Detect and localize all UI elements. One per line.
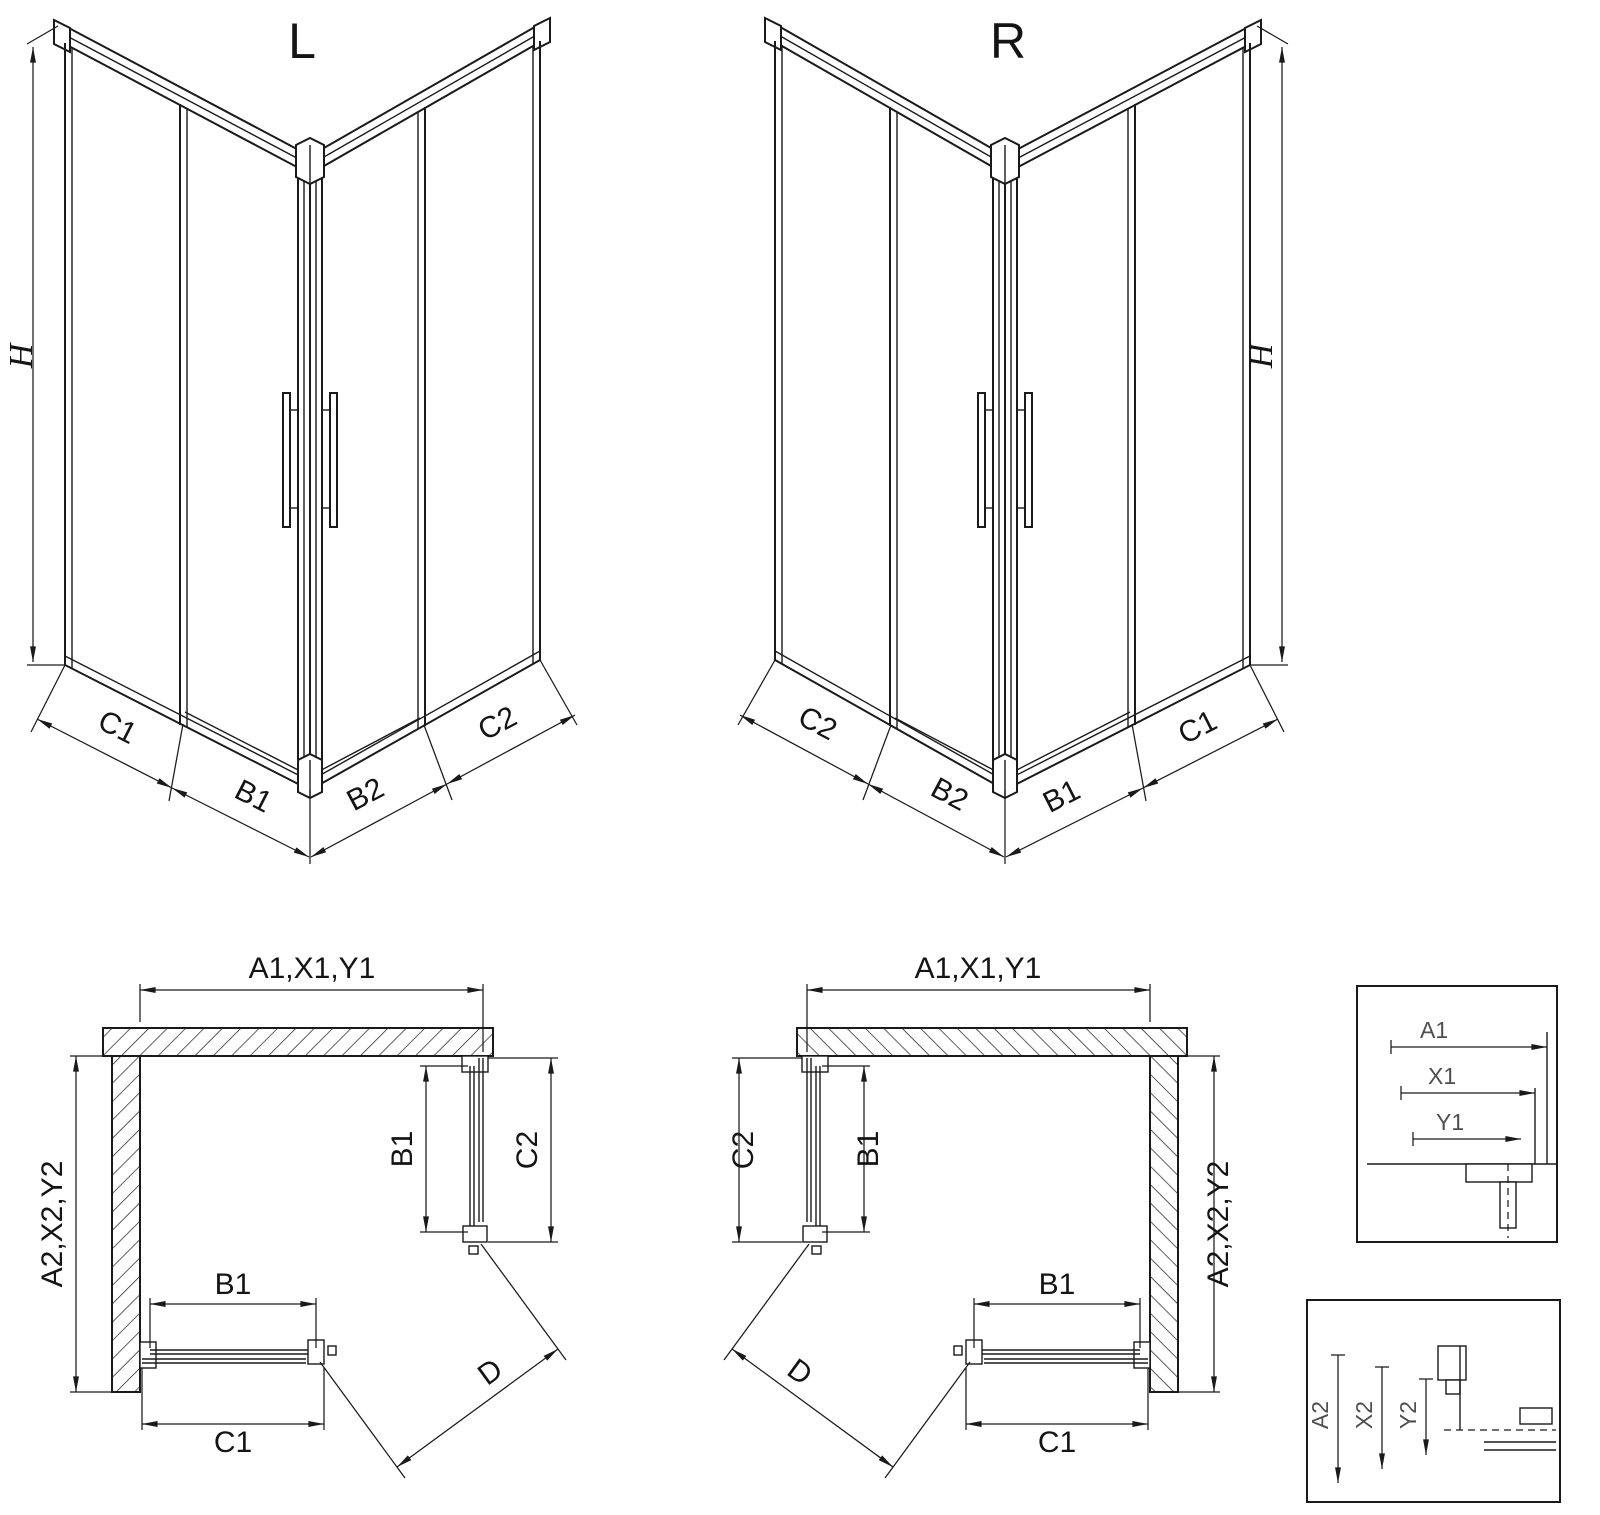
- detail-depth-view: A2 X2 Y2: [1306, 1299, 1561, 1503]
- dim-label-b1-right: B1: [1038, 774, 1086, 820]
- detail-label-x1: X1: [1428, 1063, 1456, 1089]
- view-label-l: L: [288, 13, 316, 69]
- plan-left-dim-side: A2,X2,Y2: [36, 1161, 69, 1288]
- plan-view-right-geometry: [724, 984, 1220, 1478]
- plan-right-dim-side: A2,X2,Y2: [1202, 1161, 1235, 1288]
- detail-width-box: [1356, 985, 1558, 1243]
- detail-label-y2: Y2: [1395, 1401, 1421, 1429]
- plan-left-dim-b1-side: B1: [386, 1131, 419, 1168]
- plan-left-dim-d: D: [472, 1353, 509, 1392]
- dim-label-c1-left: C1: [93, 704, 142, 751]
- dim-label-c2-right: C2: [793, 700, 842, 747]
- detail-label-a1: A1: [1420, 1017, 1448, 1043]
- plan-right-dim-c1: C1: [1038, 1426, 1076, 1459]
- detail-label-a2: A2: [1307, 1401, 1333, 1429]
- detail-depth-box: [1306, 1299, 1561, 1503]
- plan-right-dim-top: A1,X1,Y1: [915, 952, 1042, 985]
- dim-label-b1-left: B1: [229, 774, 277, 820]
- dim-label-c1-right: C1: [1173, 704, 1222, 751]
- detail-label-x2: X2: [1351, 1401, 1377, 1429]
- dim-label-h-right: H: [1243, 341, 1280, 369]
- detail-label-y1: Y1: [1436, 1109, 1464, 1135]
- view-label-r: R: [990, 13, 1026, 69]
- detail-width-view: A1 X1 Y1: [1356, 985, 1558, 1243]
- iso-right-labels: R H C2 B2 B1 C1: [793, 13, 1280, 820]
- dim-label-c2-left: C2: [473, 700, 522, 747]
- plan-right-dim-b1-bottom: B1: [1039, 1268, 1076, 1301]
- plan-right-labels: A1,X1,Y1 A2,X2,Y2 B1 C2 B1 C1 D: [727, 952, 1235, 1459]
- plan-view-left-geometry: [70, 984, 566, 1478]
- dim-label-b2-right: B2: [926, 771, 974, 817]
- dim-label-b2-left: B2: [342, 771, 390, 817]
- plan-right-dim-d: D: [781, 1353, 818, 1392]
- plan-left-dim-c2: C2: [511, 1131, 544, 1169]
- dim-label-h-left: H: [3, 341, 40, 369]
- plan-left-dim-c1: C1: [214, 1426, 252, 1459]
- plan-left-dim-top: A1,X1,Y1: [249, 952, 376, 985]
- plan-right-dim-c2: C2: [727, 1131, 760, 1169]
- plan-left-dim-b1-bottom: B1: [215, 1268, 252, 1301]
- plan-right-dim-b1-side: B1: [852, 1131, 885, 1168]
